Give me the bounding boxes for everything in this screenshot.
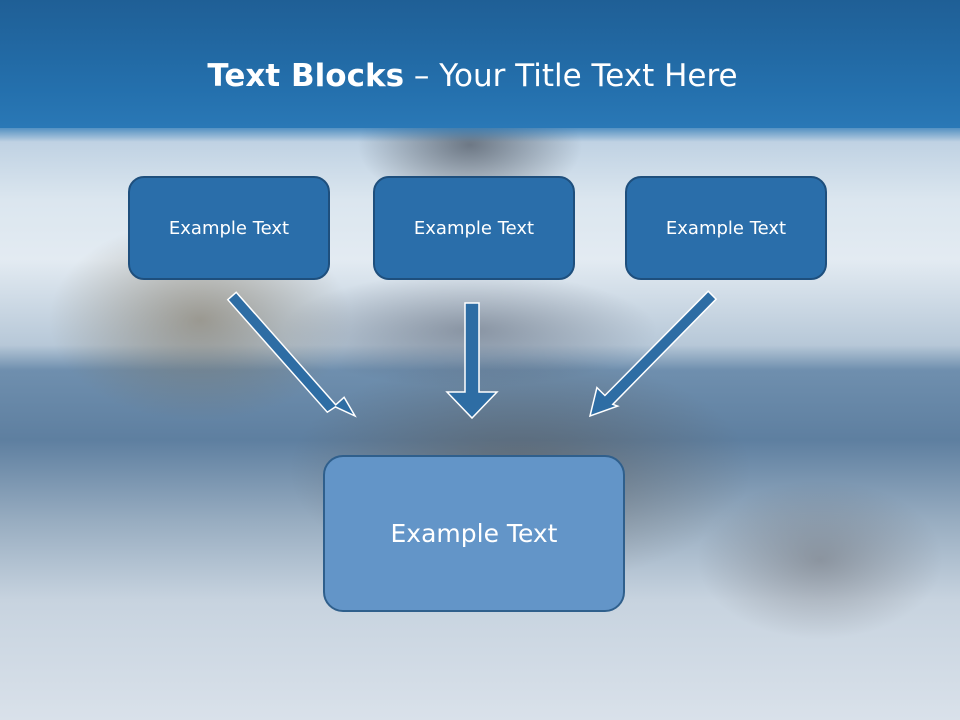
slide-title[interactable]: Text Blocks – Your Title Text Here (0, 56, 945, 96)
title-rest-text: Your Title Text Here (439, 58, 738, 94)
arrow-left-icon[interactable] (226, 291, 357, 418)
title-bar (0, 0, 960, 142)
arrow-right-icon[interactable] (588, 290, 718, 418)
title-separator: – (404, 58, 440, 94)
text-block-right[interactable]: Example Text (625, 176, 827, 280)
title-bold-text: Text Blocks (207, 58, 405, 94)
text-block-left[interactable]: Example Text (128, 176, 330, 280)
text-block-center[interactable]: Example Text (373, 176, 575, 280)
text-block-center-label: Example Text (413, 217, 535, 239)
text-block-bottom[interactable]: Example Text (323, 455, 625, 612)
arrow-center-icon[interactable] (445, 302, 499, 420)
text-block-bottom-label: Example Text (390, 519, 558, 548)
text-block-left-label: Example Text (168, 217, 290, 239)
text-block-right-label: Example Text (665, 217, 787, 239)
